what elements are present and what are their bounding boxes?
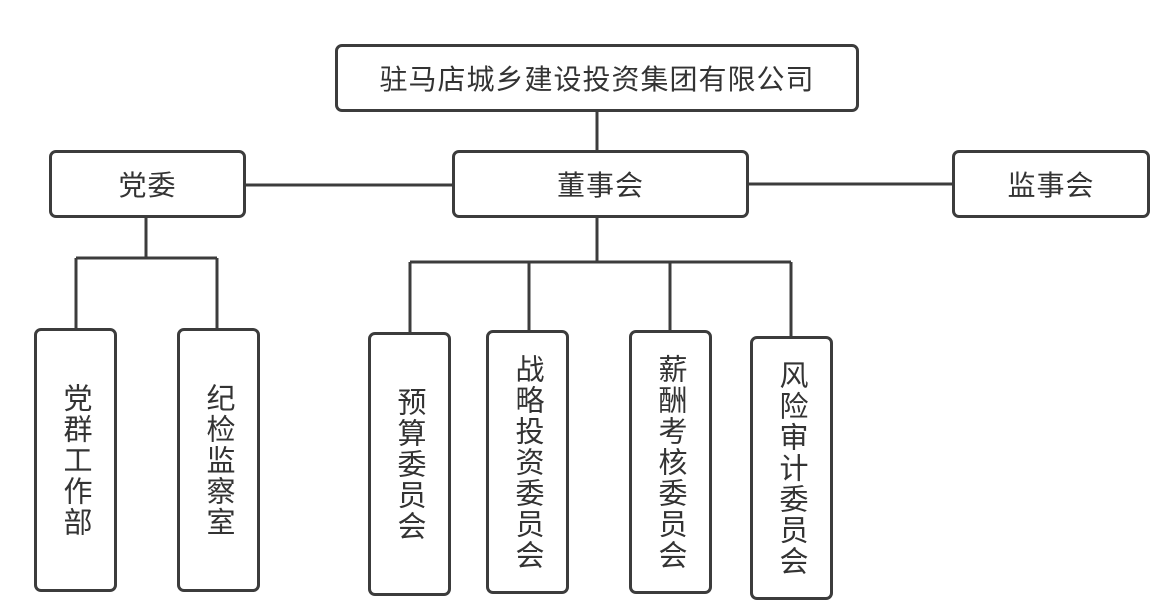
party-dept-node-1: 党群工作部 <box>34 328 117 592</box>
committee-node-2: 战略投资委员会 <box>486 330 569 594</box>
party-dept-node-2: 纪检监察室 <box>177 328 260 592</box>
party-committee-node: 党委 <box>49 150 246 218</box>
committee-label-1: 预算委员会 <box>393 386 427 542</box>
board-node: 董事会 <box>452 150 749 218</box>
committee-node-1: 预算委员会 <box>368 332 451 596</box>
committee-label-4: 风险审计委员会 <box>775 359 809 577</box>
party-dept-label-1: 党群工作部 <box>59 382 93 538</box>
party-committee-label: 党委 <box>118 169 177 202</box>
committee-label-3: 薪酬考核委员会 <box>654 353 688 571</box>
root-label: 驻马店城乡建设投资集团有限公司 <box>379 63 815 96</box>
supervisory-board-node: 监事会 <box>952 150 1150 218</box>
supervisory-board-label: 监事会 <box>1007 169 1095 202</box>
party-dept-label-2: 纪检监察室 <box>202 382 236 538</box>
board-label: 董事会 <box>556 169 644 202</box>
committee-label-2: 战略投资委员会 <box>511 353 545 571</box>
committee-node-3: 薪酬考核委员会 <box>629 330 712 594</box>
root-node: 驻马店城乡建设投资集团有限公司 <box>335 44 859 112</box>
committee-node-4: 风险审计委员会 <box>750 336 833 600</box>
